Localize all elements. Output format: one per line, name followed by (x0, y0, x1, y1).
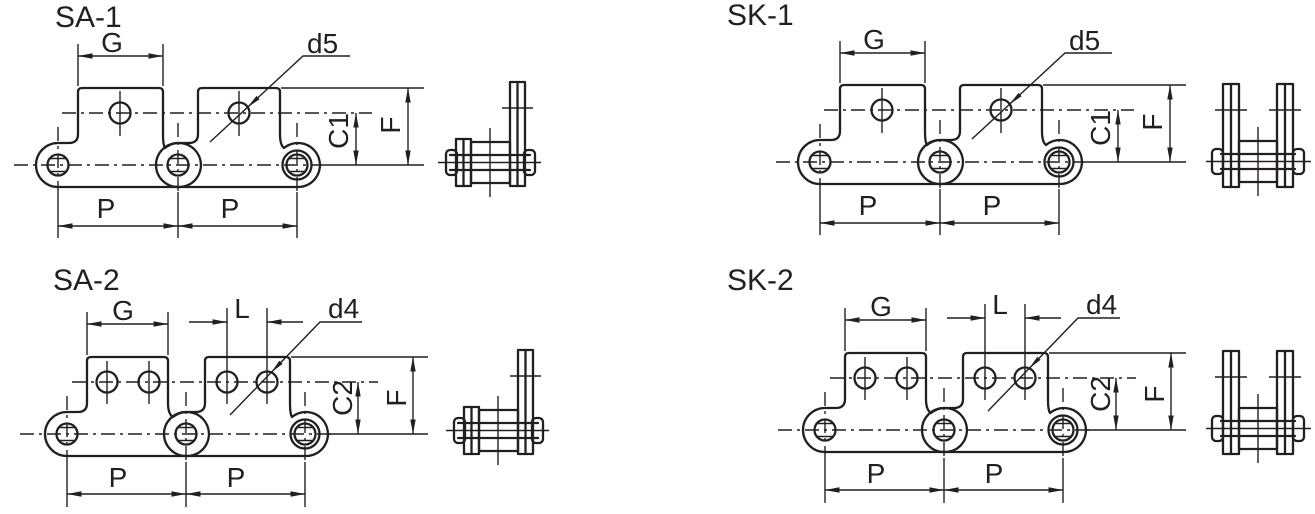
panel-title-sk2: SK-2 (727, 264, 794, 297)
sk1-end-view (1204, 82, 1313, 198)
sk2-side-view (778, 289, 1186, 503)
sk1-side-view (776, 24, 1186, 235)
sa2-side-view (20, 293, 428, 507)
sa1-side-view (14, 27, 424, 238)
panel-title-sk1: SK-1 (727, 0, 794, 32)
panel-title-sa2: SA-2 (53, 264, 120, 297)
sa2-end-view (444, 348, 551, 467)
sa1-end-view (436, 80, 543, 199)
sk2-end-view (1204, 349, 1313, 465)
